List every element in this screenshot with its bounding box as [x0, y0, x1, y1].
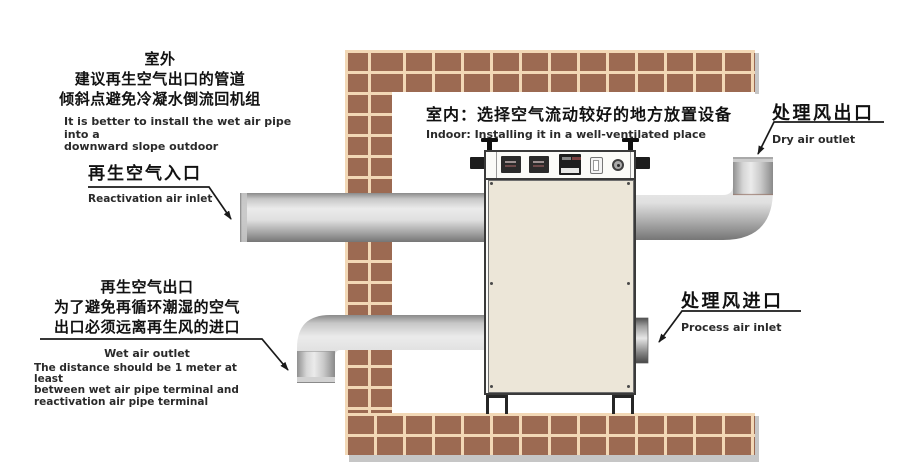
indoor-title-en: Indoor: Installing it in a well-ventilat…: [426, 128, 706, 141]
wet-outlet-note-zh-3: 出口必须远离再生风的进口: [53, 318, 240, 336]
machine-leg-right: [612, 395, 634, 414]
dehumidifier-unit: [470, 138, 650, 415]
wet-outlet-note-en-3: reactivation air pipe terminal: [34, 395, 209, 408]
brick-wall-vertical: [345, 50, 392, 455]
wet-outlet-note-zh-1: 再生空气出口: [100, 278, 194, 296]
dry-outlet-pipe-vertical: [733, 157, 773, 195]
reactivation-inlet-label: 再生空气入口 Reactivation air inlet: [88, 159, 212, 205]
eye-bolt-right: [622, 138, 639, 142]
outdoor-note-zh-3: 倾斜点避免冷凝水倒流回机组: [59, 90, 261, 108]
reactivation-inlet-label-en: Reactivation air inlet: [88, 193, 213, 205]
front-panel: [488, 180, 634, 393]
machine-leg-left: [486, 395, 508, 414]
wet-outlet-note-en-title: Wet air outlet: [104, 347, 190, 360]
screw: [627, 282, 630, 285]
process-inlet-label-en: Process air inlet: [681, 321, 782, 334]
handle-left: [470, 157, 485, 169]
brick-wall-top: [345, 50, 755, 92]
screw: [490, 182, 493, 185]
outdoor-note-en-2: downward slope outdoor: [64, 140, 219, 153]
screw: [490, 385, 493, 388]
wall-floor-bottom-shadow: [349, 455, 759, 462]
wet-outlet-pipe-cap: [297, 377, 335, 383]
process-inlet-label-zh: 处理风进口: [681, 291, 784, 312]
wet-outlet-note: 再生空气出口 为了避免再循环潮湿的空气 出口必须远离再生风的进口 Wet air…: [28, 277, 266, 408]
dry-outlet-label-en: Dry air outlet: [772, 133, 856, 146]
reactivation-inlet-pipe-end: [240, 193, 247, 242]
screw: [627, 385, 630, 388]
process-inlet-label: 处理风进口 Process air inlet: [681, 287, 784, 334]
outdoor-note-zh-1: 室外: [144, 50, 176, 68]
wet-outlet-note-en: The distance should be 1 meter at least …: [28, 363, 266, 407]
outdoor-note-en-1: It is better to install the wet air pipe…: [64, 115, 292, 141]
eye-bolt-right-stem: [628, 142, 633, 151]
reactivation-inlet-pipe: [240, 193, 488, 242]
outdoor-note: 室外 建议再生空气出口的管道 倾斜点避免冷凝水倒流回机组 It is bette…: [28, 49, 292, 154]
outdoor-note-en: It is better to install the wet air pipe…: [28, 115, 292, 154]
machine-cabinet: [484, 150, 636, 395]
control-panel: [486, 152, 634, 180]
dry-outlet-label: 处理风出口 Dry air outlet: [772, 99, 875, 146]
control-knob[interactable]: [612, 159, 624, 171]
leader-arrow-reactivation-inlet: [88, 186, 232, 220]
outdoor-note-zh-2: 建议再生空气出口的管道: [74, 70, 246, 88]
panel-divider-left: [496, 152, 497, 178]
temperature-display: [559, 154, 581, 175]
controller-display-1: [501, 156, 521, 173]
leader-arrow-wet-outlet: [40, 338, 289, 371]
handle-right: [635, 157, 650, 169]
wall-top-end-shadow: [755, 53, 759, 94]
eye-bolt-left: [481, 138, 498, 142]
indoor-title: 室内：选择空气流动较好的地方放置设备 Indoor: Installing it…: [426, 101, 732, 141]
screw: [490, 282, 493, 285]
wet-outlet-note-zh-2: 为了避免再循环潮湿的空气: [53, 298, 240, 316]
wet-outlet-note-en-1: The distance should be 1 meter at least: [34, 362, 237, 385]
eye-bolt-left-stem: [487, 142, 492, 151]
wet-outlet-pipe: [297, 315, 488, 383]
dry-outlet-label-zh: 处理风出口: [772, 103, 875, 124]
indoor-title-zh: 室内：选择空气流动较好的地方放置设备: [426, 105, 733, 124]
dry-outlet-pipe-cap: [733, 157, 773, 162]
wet-outlet-note-en-2: between wet air pipe terminal and: [34, 384, 239, 396]
controller-display-2: [529, 156, 549, 173]
brick-wall-floor: [345, 413, 755, 455]
wall-floor-end-shadow: [755, 416, 759, 457]
reactivation-inlet-label-zh: 再生空气入口: [88, 164, 202, 184]
leader-arrow-dry-outlet: [757, 121, 884, 155]
leader-arrow-process-inlet: [658, 310, 801, 343]
panel-divider-right: [630, 152, 631, 178]
screw: [627, 182, 630, 185]
power-switch[interactable]: [590, 157, 603, 174]
